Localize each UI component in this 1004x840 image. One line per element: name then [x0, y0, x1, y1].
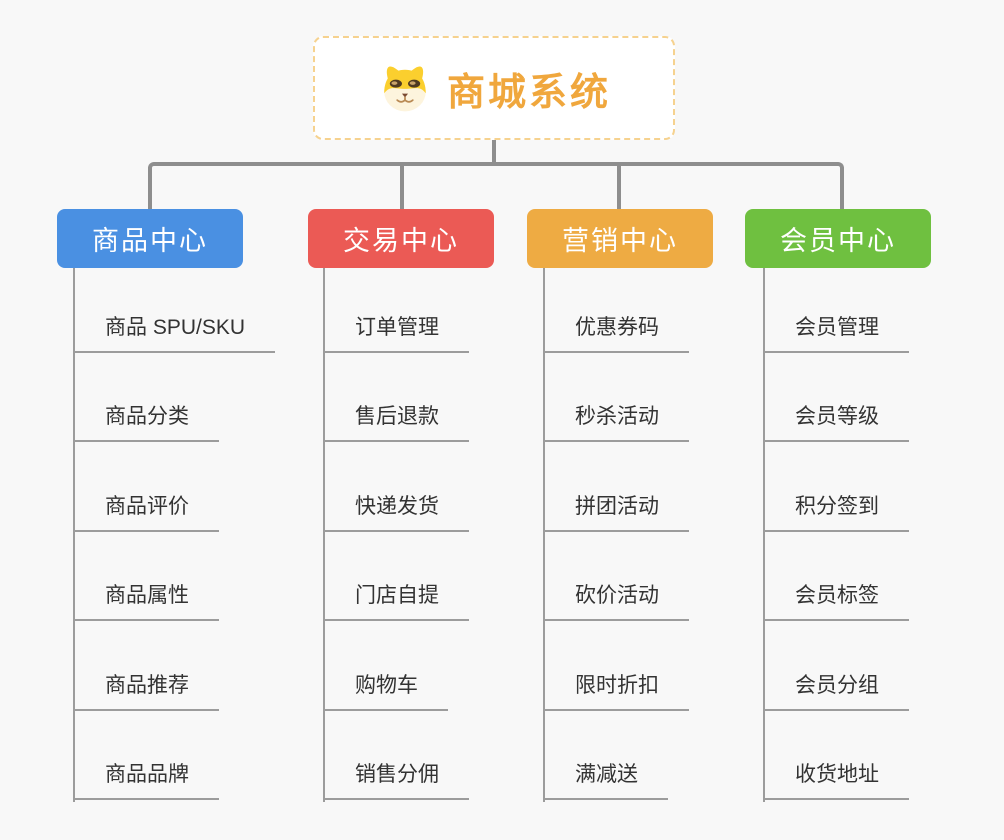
- root-node[interactable]: 商城系统: [313, 36, 675, 140]
- leaf-node[interactable]: 商品品牌: [73, 762, 219, 800]
- leaf-node[interactable]: 会员管理: [763, 315, 909, 353]
- leaf-node[interactable]: 优惠券码: [543, 315, 689, 353]
- branch-children-member: 会员管理 会员等级 积分签到 会员标签 会员分组 收货地址: [763, 268, 993, 808]
- branch-children-marketing: 优惠券码 秒杀活动 拼团活动 砍价活动 限时折扣 满减送: [543, 268, 773, 808]
- branch-children-product: 商品 SPU/SKU 商品分类 商品评价 商品属性 商品推荐 商品品牌: [73, 268, 303, 808]
- leaf-node[interactable]: 门店自提: [323, 583, 469, 621]
- connector-bus: [148, 162, 844, 209]
- leaf-node[interactable]: 拼团活动: [543, 494, 689, 532]
- connector-vline: [73, 268, 75, 802]
- leaf-node[interactable]: 商品推荐: [73, 673, 219, 711]
- leaf-node[interactable]: 会员分组: [763, 673, 909, 711]
- leaf-node[interactable]: 秒杀活动: [543, 404, 689, 442]
- connector-vline: [323, 268, 325, 802]
- leaf-node[interactable]: 会员标签: [763, 583, 909, 621]
- connector-drop-trade: [400, 164, 404, 209]
- leaf-node[interactable]: 快递发货: [323, 494, 469, 532]
- leaf-node[interactable]: 收货地址: [763, 762, 909, 800]
- dog-face-icon: [377, 62, 433, 114]
- leaf-node[interactable]: 购物车: [323, 673, 448, 711]
- leaf-node[interactable]: 砍价活动: [543, 583, 689, 621]
- connector-vline: [763, 268, 765, 802]
- leaf-node[interactable]: 满减送: [543, 762, 668, 800]
- leaf-node[interactable]: 商品 SPU/SKU: [73, 315, 276, 353]
- leaf-node[interactable]: 售后退款: [323, 404, 469, 442]
- leaf-node[interactable]: 积分签到: [763, 494, 909, 532]
- connector-root-stem: [492, 140, 496, 164]
- leaf-node[interactable]: 商品分类: [73, 404, 219, 442]
- leaf-node[interactable]: 会员等级: [763, 404, 909, 442]
- branch-node-trade-center[interactable]: 交易中心: [308, 209, 494, 268]
- leaf-node[interactable]: 商品属性: [73, 583, 219, 621]
- leaf-node[interactable]: 销售分佣: [323, 762, 469, 800]
- leaf-node[interactable]: 限时折扣: [543, 673, 689, 711]
- root-title: 商城系统: [446, 71, 611, 114]
- leaf-node[interactable]: 商品评价: [73, 494, 219, 532]
- connector-drop-marketing: [617, 164, 621, 209]
- branch-children-trade: 订单管理 售后退款 快递发货 门店自提 购物车 销售分佣: [323, 268, 553, 808]
- connector-vline: [543, 268, 545, 802]
- branch-node-marketing-center[interactable]: 营销中心: [527, 209, 713, 268]
- leaf-node[interactable]: 订单管理: [323, 315, 469, 353]
- branch-node-member-center[interactable]: 会员中心: [745, 209, 931, 268]
- branch-node-product-center[interactable]: 商品中心: [57, 209, 243, 268]
